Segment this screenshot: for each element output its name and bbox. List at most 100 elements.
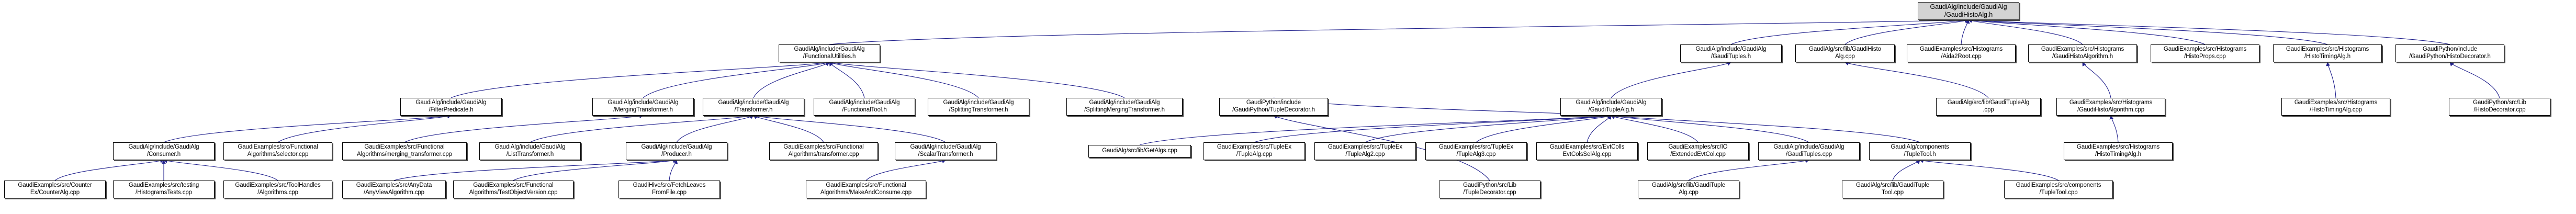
graph-node-label: GaudiAlg/include/GaudiAlg /Producer.h	[641, 144, 712, 157]
graph-node[interactable]: GaudiExamples/src/components /TupleTool.…	[2004, 181, 2113, 198]
graph-edge	[1919, 159, 2059, 181]
graph-edge	[829, 61, 1125, 98]
graph-node[interactable]: GaudiPython/src/Lib /TupleDecorator.cpp	[1439, 181, 1540, 198]
graph-node[interactable]: GaudiAlg/include/GaudiAlg /GaudiTuples.c…	[1758, 142, 1860, 160]
graph-node-label: GaudiPython/include /GaudiPython/TupleDe…	[1232, 99, 1315, 113]
graph-node[interactable]: GaudiExamples/src/TupleEx /TupleAlg.cpp	[1203, 142, 1305, 160]
graph-node-label: GaudiExamples/src/IO /ExtendedEvtCol.cpp	[1668, 144, 1728, 157]
graph-node[interactable]: GaudiAlg/src/lib/GaudiHisto Alg.cpp	[1795, 44, 1895, 62]
graph-edge	[1968, 18, 2206, 45]
graph-node[interactable]: GaudiPython/include /GaudiPython/TupleDe…	[1219, 98, 1328, 116]
graph-node[interactable]: GaudiExamples/src/Histograms /HistoTimin…	[2064, 142, 2173, 160]
graph-node[interactable]: GaudiExamples/src/ToolHandles /Algorithm…	[223, 181, 332, 198]
graph-node[interactable]: GaudiExamples/src/EvtColls EvtColsSelAlg…	[1536, 142, 1638, 160]
graph-node[interactable]: GaudiAlg/components /TupleTool.h	[1869, 142, 1971, 160]
graph-edge	[2109, 115, 2119, 143]
graph-edge	[1844, 61, 1989, 98]
graph-node-label: GaudiExamples/src/Histograms /GaudiHisto…	[2069, 99, 2153, 113]
graph-edge	[1968, 19, 2083, 45]
graph-node[interactable]: GaudiExamples/src/testing /HistogramsTes…	[113, 181, 215, 198]
graph-node-label: GaudiExamples/src/EvtColls EvtColsSelAlg…	[1549, 144, 1625, 157]
graph-edge	[277, 114, 452, 143]
graph-node-label: GaudiExamples/src/Counter Ex/CounterAlg.…	[18, 182, 92, 196]
graph-node-label: GaudiPython/include /GaudiPython/HistoDe…	[2409, 46, 2491, 60]
graph-node[interactable]: GaudiHive/src/FetchLeaves FromFile.cpp	[618, 181, 720, 198]
graph-node-label: GaudiExamples/src/AnyData /AnyViewAlgori…	[356, 182, 432, 196]
graph-node[interactable]: GaudiAlg/include/GaudiAlg /FunctionalToo…	[814, 98, 915, 116]
graph-node[interactable]: GaudiAlg/include/GaudiAlg /GaudiTuples.h	[1680, 44, 1782, 62]
graph-node-label: GaudiExamples/src/Functional Algorithms/…	[469, 182, 558, 196]
graph-node[interactable]: GaudiPython/include /GaudiPython/HistoDe…	[2395, 44, 2504, 62]
graph-edge	[829, 18, 1969, 45]
graph-edge	[404, 114, 644, 143]
graph-node[interactable]: GaudiAlg/src/lib/GaudiTuple Alg.cpp	[1638, 181, 1739, 198]
graph-node[interactable]: GaudiExamples/src/TupleEx /TupleAlg3.cpp	[1425, 142, 1527, 160]
graph-edge	[1139, 114, 1612, 145]
graph-edge	[1587, 115, 1612, 143]
graph-node[interactable]: GaudiPython/src/Lib /HistoDecorator.cpp	[2449, 98, 2550, 116]
graph-node-label: GaudiAlg/include/GaudiAlg /MergingTransf…	[608, 99, 679, 113]
graph-node[interactable]: GaudiAlg/src/lib/GetAlgs.cpp	[1088, 145, 1191, 157]
graph-node-label: GaudiAlg/include/GaudiAlg /SplittingMerg…	[1084, 99, 1165, 113]
graph-node-label: GaudiAlg/include/GaudiAlg /GaudiHistoAlg…	[1930, 3, 2007, 18]
graph-node[interactable]: GaudiAlg/include/GaudiAlg /FilterPredica…	[400, 98, 502, 116]
graph-edge	[1365, 114, 1612, 143]
graph-node[interactable]: GaudiAlg/include/GaudiAlg /MergingTransf…	[592, 98, 694, 116]
graph-node[interactable]: GaudiExamples/src/Functional Algorithms/…	[769, 142, 878, 160]
graph-node[interactable]: GaudiAlg/include/GaudiAlg /Producer.h	[626, 142, 727, 160]
graph-node[interactable]: GaudiExamples/src/Functional Algorithms/…	[453, 181, 573, 198]
graph-edge	[163, 114, 452, 143]
graph-edge	[530, 114, 754, 143]
graph-node[interactable]: GaudiExamples/src/Functional Algorithms/…	[806, 181, 926, 198]
graph-node[interactable]: GaudiExamples/src/Histograms /HistoTimin…	[2273, 44, 2382, 62]
graph-node[interactable]: GaudiAlg/include/GaudiAlg /Transformer.h	[703, 98, 804, 116]
graph-node-label: GaudiAlg/include/GaudiAlg /FunctionalUti…	[794, 46, 865, 60]
graph-node-label: GaudiExamples/src/Functional Algorithms/…	[783, 144, 864, 157]
graph-node-label: GaudiExamples/src/TupleEx /TupleAlg2.cpp	[1328, 144, 1403, 157]
graph-node-label: GaudiHive/src/FetchLeaves FromFile.cpp	[633, 182, 706, 196]
graph-node[interactable]: GaudiExamples/src/Histograms /GaudiHisto…	[2056, 98, 2165, 116]
graph-node[interactable]: GaudiAlg/include/GaudiAlg /ListTransform…	[479, 142, 581, 160]
graph-node[interactable]: GaudiAlg/include/GaudiAlg /Consumer.h	[113, 142, 215, 160]
graph-edge	[54, 159, 164, 181]
graph-node[interactable]: GaudiExamples/src/Functional Algorithms/…	[342, 142, 467, 160]
graph-edge	[393, 158, 677, 181]
graph-node[interactable]: GaudiExamples/src/Functional Algorithms/…	[223, 142, 332, 160]
graph-edge	[1961, 19, 1970, 45]
graph-node-label: GaudiAlg/include/GaudiAlg /ScalarTransfo…	[910, 144, 981, 157]
graph-edge	[1844, 19, 1969, 45]
graph-node-label: GaudiAlg/src/lib/GaudiTupleAlg .cpp	[1947, 99, 2030, 113]
graph-node[interactable]: GaudiAlg/include/GaudiAlg /FunctionalUti…	[779, 44, 880, 62]
graph-node[interactable]: GaudiAlg/src/lib/GaudiTuple Tool.cpp	[1842, 181, 1943, 198]
graph-node[interactable]: GaudiAlg/include/GaudiAlg /ScalarTransfo…	[895, 142, 996, 160]
graph-node-label: GaudiAlg/src/lib/GaudiTuple Tool.cpp	[1855, 182, 1930, 196]
graph-edge	[829, 62, 865, 98]
graph-edge	[643, 61, 830, 98]
graph-node-label: GaudiExamples/src/components /TupleTool.…	[2016, 182, 2101, 196]
graph-node[interactable]: GaudiExamples/src/Histograms /GaudiHisto…	[2028, 44, 2137, 62]
graph-node[interactable]: GaudiExamples/src/Histograms /Aida2Root.…	[1907, 44, 2016, 62]
graph-edge	[865, 159, 946, 181]
graph-edge	[753, 115, 824, 143]
graph-node-label: GaudiExamples/src/Functional Algorithms/…	[357, 144, 452, 157]
graph-node[interactable]: GaudiExamples/src/TupleEx /TupleAlg2.cpp	[1314, 142, 1416, 160]
graph-node[interactable]: GaudiExamples/src/AnyData /AnyViewAlgori…	[342, 181, 446, 198]
graph-node-label: GaudiAlg/include/GaudiAlg /GaudiTupleAlg…	[1576, 99, 1647, 113]
graph-node[interactable]: GaudiAlg/include/GaudiAlg /SplittingTran…	[928, 98, 1029, 116]
graph-edge	[1476, 115, 1612, 143]
graph-node[interactable]: GaudiExamples/src/Counter Ex/CounterAlg.…	[4, 181, 106, 198]
graph-edge	[2326, 62, 2336, 98]
graph-edge	[513, 159, 677, 181]
graph-node[interactable]: GaudiAlg/include/GaudiAlg /SplittingMerg…	[1066, 98, 1183, 116]
graph-node[interactable]: GaudiExamples/src/Histograms /HistoTimin…	[2281, 98, 2390, 116]
graph-edge	[1254, 114, 1612, 143]
graph-edge	[829, 61, 979, 98]
graph-node[interactable]: GaudiAlg/include/GaudiAlg /GaudiTupleAlg…	[1560, 98, 1662, 116]
graph-node[interactable]: GaudiExamples/src/IO /ExtendedEvtCol.cpp	[1647, 142, 1749, 160]
graph-node[interactable]: GaudiExamples/src/Histograms /HistoProps…	[2151, 44, 2259, 62]
graph-node-label: GaudiExamples/src/TupleEx /TupleAlg.cpp	[1217, 144, 1292, 157]
graph-node[interactable]: GaudiAlg/src/lib/GaudiTupleAlg .cpp	[1936, 98, 2041, 116]
graph-node-label: GaudiExamples/src/Histograms /HistoTimin…	[2294, 99, 2378, 113]
graph-node-root[interactable]: GaudiAlg/include/GaudiAlg /GaudiHistoAlg…	[1918, 2, 2019, 20]
